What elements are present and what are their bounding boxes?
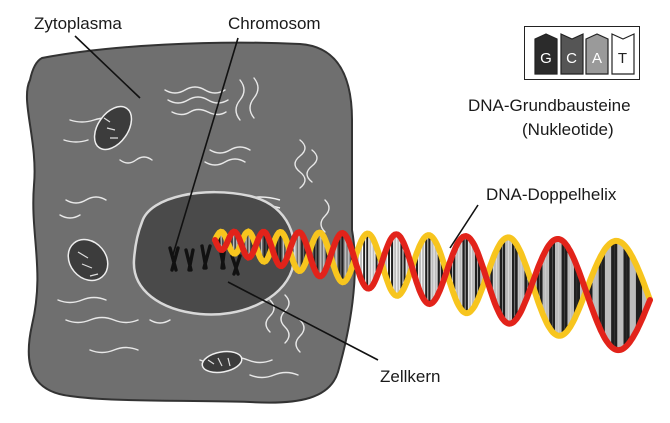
nucleotide-letter: A: [590, 51, 604, 67]
label-cytoplasm: Zytoplasma: [34, 14, 122, 34]
label-double-helix: DNA-Doppelhelix: [486, 185, 616, 205]
label-nucleotides-line2: (Nukleotide): [522, 120, 614, 140]
nucleotide-letter: G: [539, 51, 553, 67]
label-nucleotides-line1: DNA-Grundbausteine: [468, 96, 631, 116]
nucleotide-letter: C: [565, 51, 579, 67]
label-chromosome: Chromosom: [228, 14, 321, 34]
nucleotide-letter: T: [616, 51, 630, 67]
label-nucleus: Zellkern: [380, 367, 440, 387]
